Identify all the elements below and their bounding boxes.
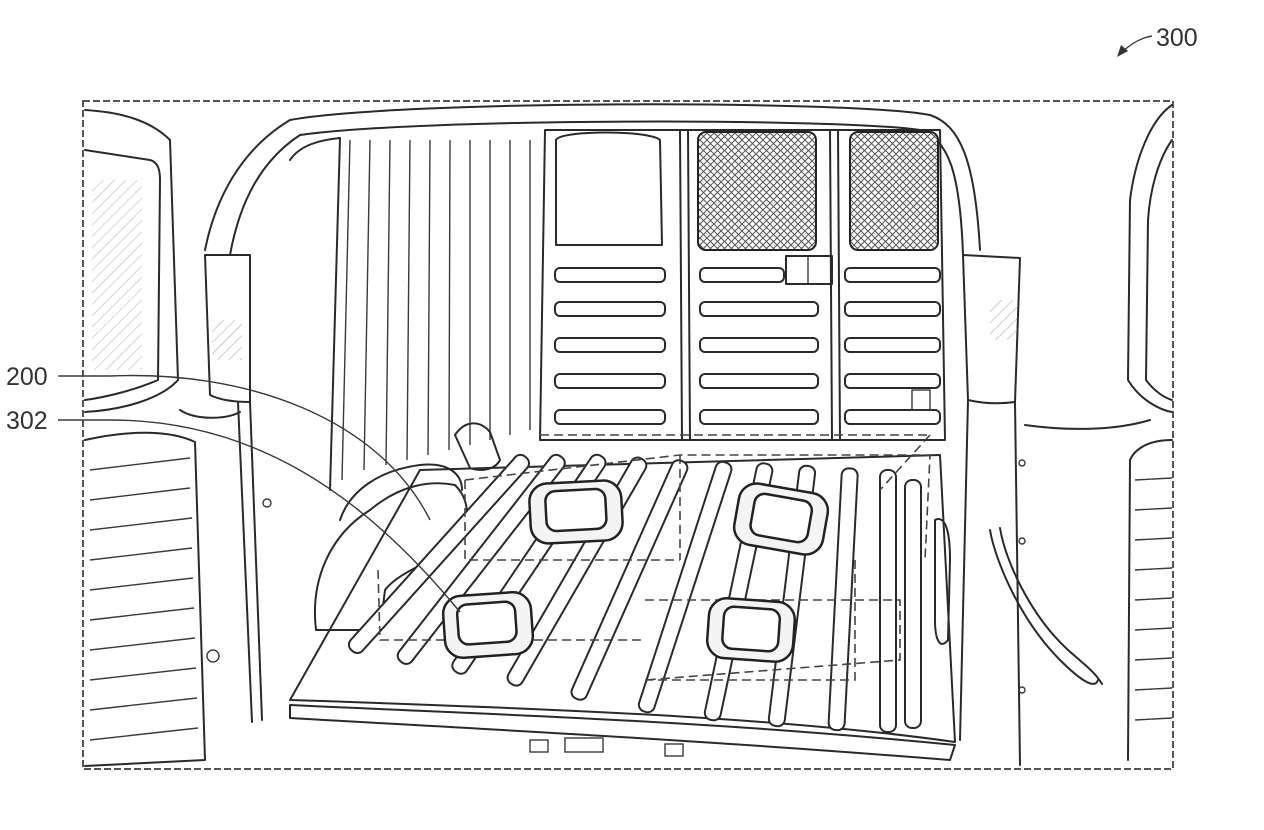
charging-pad-rear-right <box>732 482 830 556</box>
figure-ref-300: 300 <box>1117 24 1198 57</box>
charging-pads <box>441 479 830 663</box>
hidden-volumes <box>377 434 931 681</box>
callout-302: 302 <box>6 407 461 613</box>
charging-pad-front-left <box>441 590 535 660</box>
left-door-louvers <box>89 457 199 741</box>
rear-opening-frame <box>179 103 1151 766</box>
callout-200-label: 200 <box>6 363 48 391</box>
figure-ref-arrowhead <box>1117 45 1128 57</box>
left-rear-door <box>84 109 206 767</box>
bulkhead-vents <box>554 267 941 425</box>
floor-slats <box>347 453 922 733</box>
cable <box>989 529 1099 685</box>
figure-ref-label: 300 <box>1156 24 1198 52</box>
callout-302-leader <box>58 419 461 613</box>
cable-outline <box>999 527 1103 685</box>
interior-left-wall <box>289 137 531 491</box>
right-door-louvers <box>1134 477 1173 721</box>
right-rear-door <box>1127 104 1173 761</box>
bulkhead-partition <box>539 129 946 441</box>
callout-302-label: 302 <box>6 407 48 435</box>
callout-200-leader <box>58 374 431 521</box>
callout-200: 200 <box>6 363 431 521</box>
charging-pad-front-right <box>705 597 797 663</box>
view-frame <box>82 100 1174 770</box>
side-bracket <box>934 518 951 645</box>
charging-pad-rear-left <box>528 479 624 545</box>
